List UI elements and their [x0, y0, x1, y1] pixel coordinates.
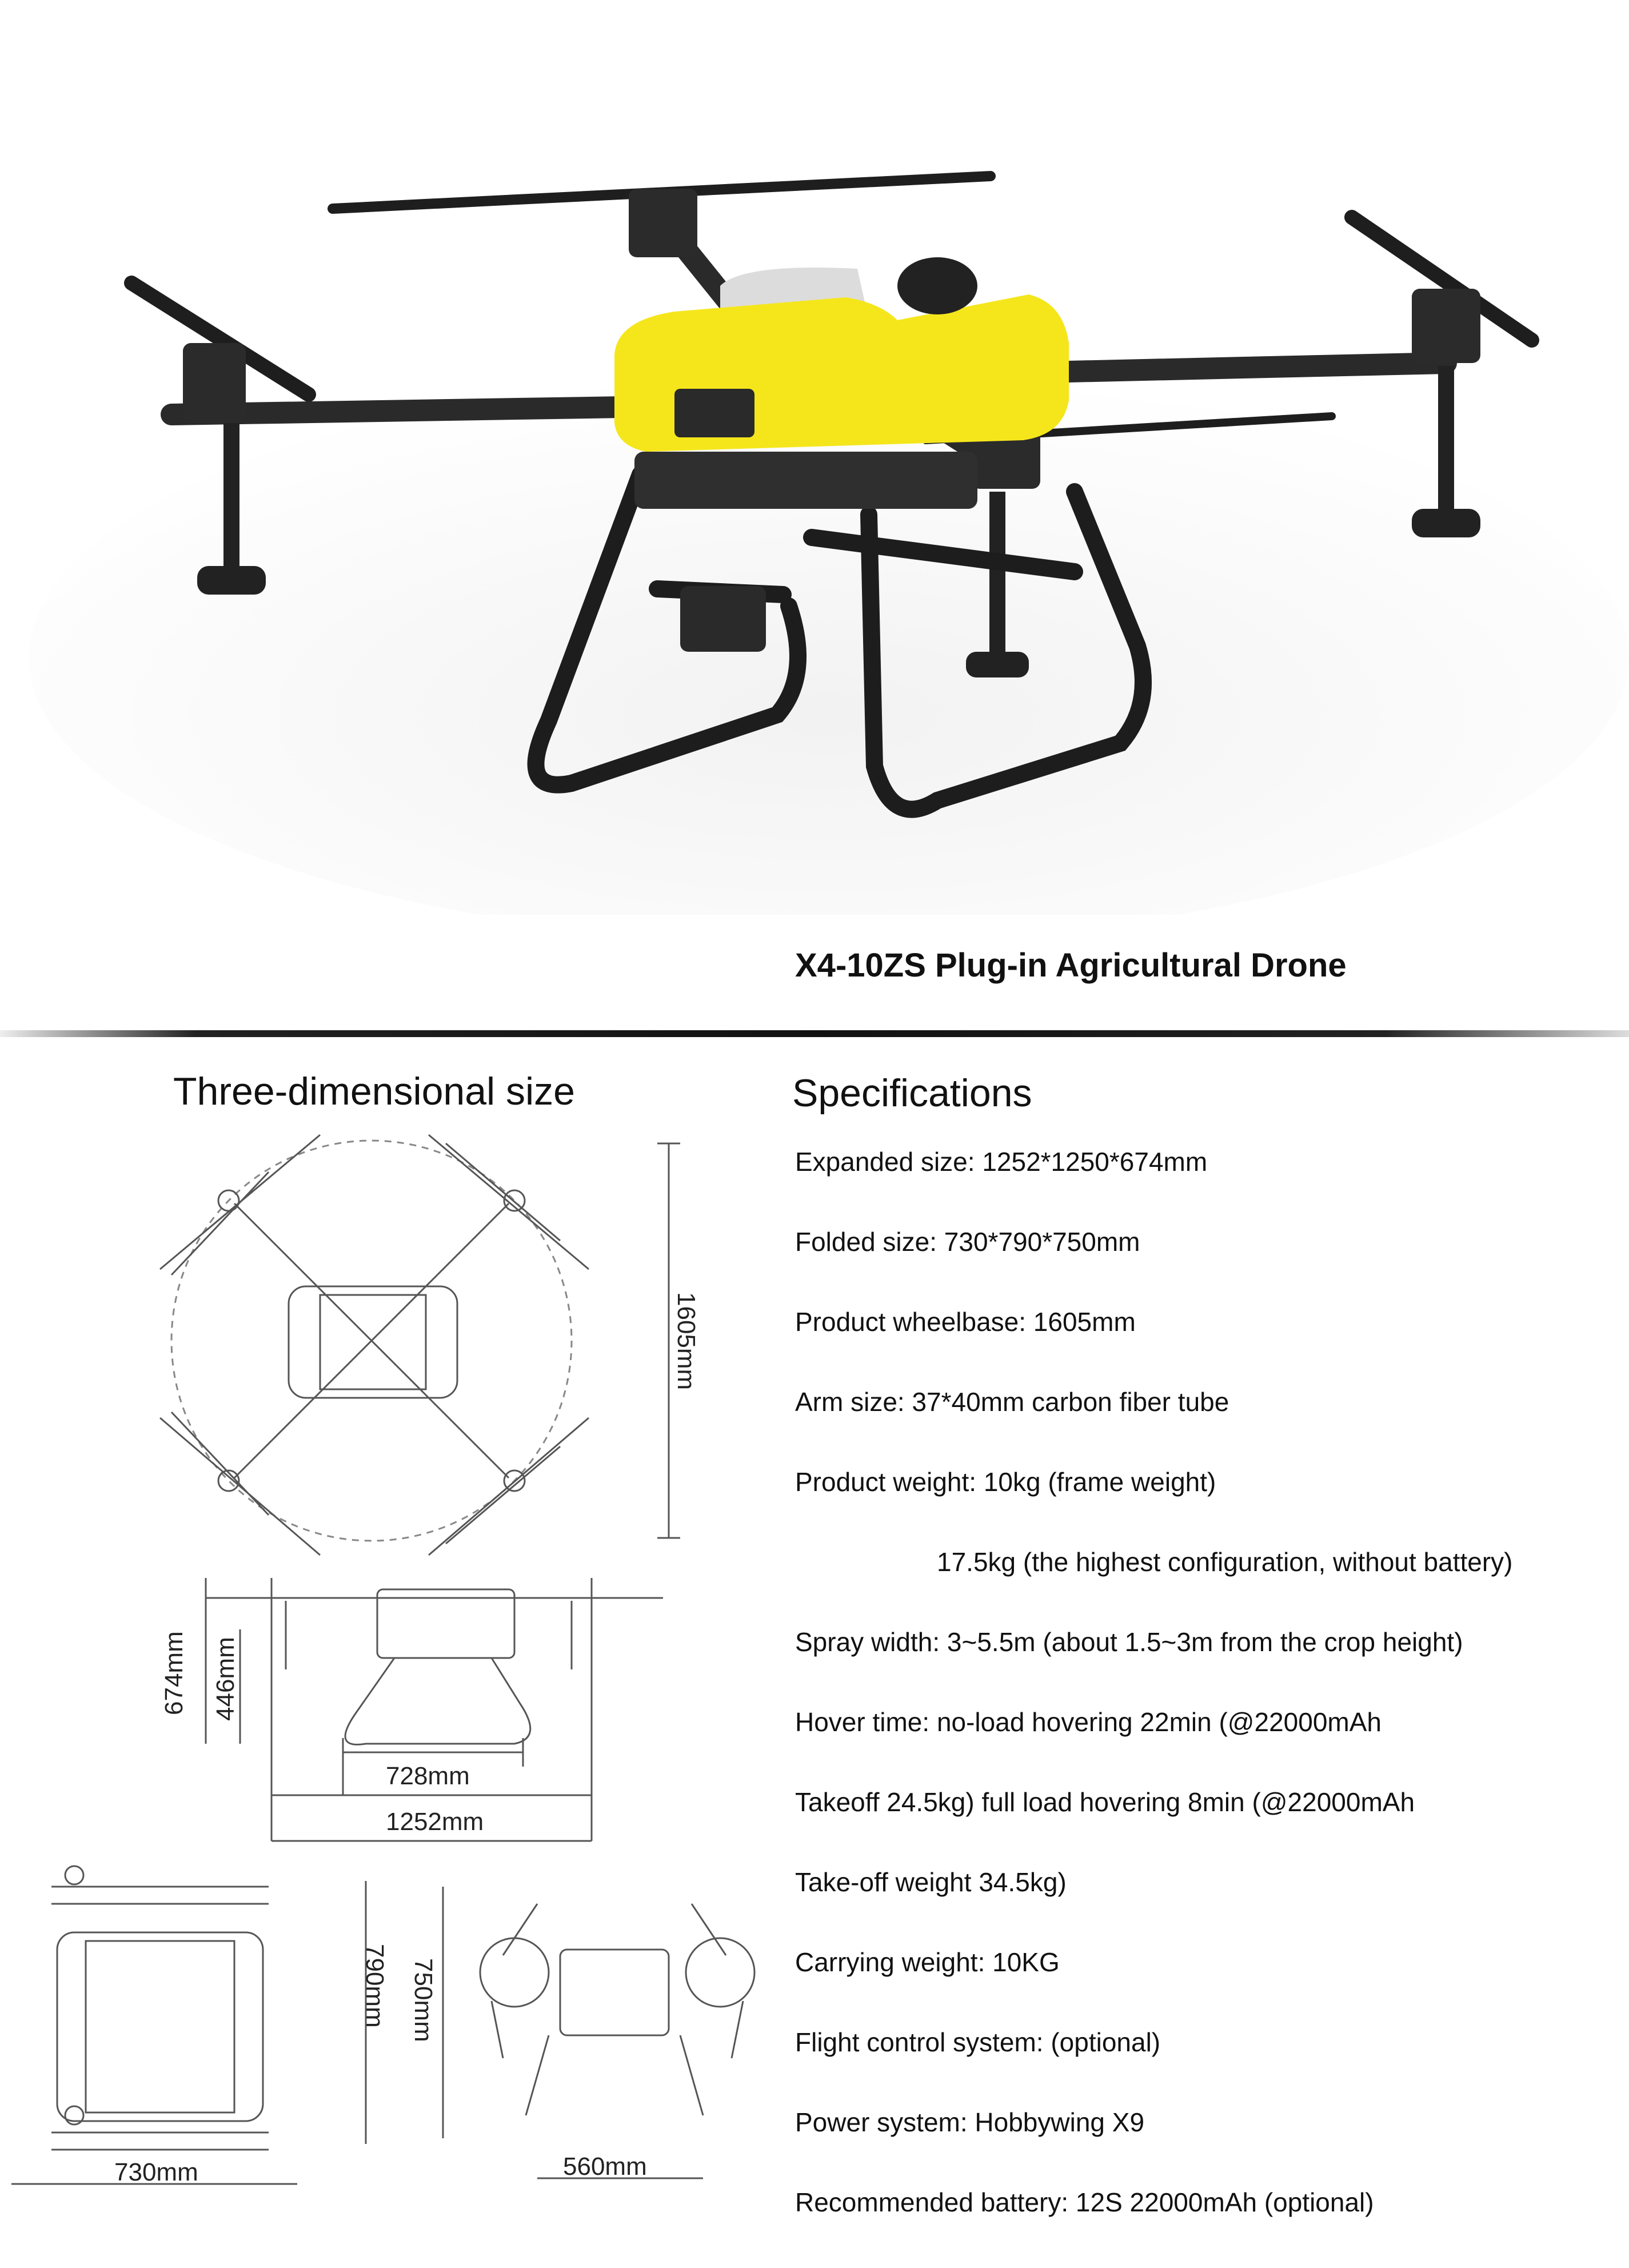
spec-takeoff-weight: Take-off weight 34.5kg) — [795, 1867, 1067, 1897]
specs-heading: Specifications — [792, 1071, 1032, 1115]
motors — [183, 189, 1480, 489]
spec-hover-time-full: Takeoff 24.5kg) full load hovering 8min … — [795, 1787, 1415, 1817]
spec-carrying-weight: Carrying weight: 10KG — [795, 1947, 1060, 1977]
body — [614, 257, 1069, 509]
dim-height-total: 674mm — [160, 1631, 188, 1715]
size-heading: Three-dimensional size — [173, 1070, 575, 1113]
dim-expanded-width: 1252mm — [386, 1808, 484, 1836]
spec-spray-width: Spray width: 3~5.5m (about 1.5~3m from t… — [795, 1627, 1463, 1657]
spec-expanded-size: Expanded size: 1252*1250*674mm — [795, 1147, 1208, 1177]
dim-folded-length: 790mm — [361, 1944, 389, 2028]
dim-wheelbase: 1605mm — [672, 1292, 700, 1390]
dim-folded-height: 750mm — [409, 1958, 437, 2042]
spec-product-weight-max: 17.5kg (the highest configuration, witho… — [937, 1547, 1513, 1577]
top-view-drawing — [159, 1134, 680, 1556]
spray-nozzles — [223, 366, 1454, 657]
spec-wheelbase: Product wheelbase: 1605mm — [795, 1307, 1136, 1337]
drone-photo — [29, 171, 1629, 915]
spec-arm-size: Arm size: 37*40mm carbon fiber tube — [795, 1387, 1229, 1417]
product-title: X4-10ZS Plug-in Agricultural Drone — [795, 947, 1347, 984]
side-view-drawing — [205, 1578, 663, 1842]
folded-front-view-drawing — [442, 1887, 756, 2179]
folded-top-view-drawing — [11, 1865, 367, 2185]
camera — [680, 586, 766, 652]
spec-power-system: Power system: Hobbywing X9 — [795, 2107, 1145, 2137]
spec-folded-size: Folded size: 730*790*750mm — [795, 1227, 1140, 1257]
dim-folded-width: 730mm — [114, 2158, 198, 2186]
spec-hover-time: Hover time: no-load hovering 22min (@220… — [795, 1707, 1382, 1737]
dim-height-body: 446mm — [211, 1637, 239, 1721]
spec-product-weight: Product weight: 10kg (frame weight) — [795, 1467, 1216, 1497]
spec-battery: Recommended battery: 12S 22000mAh (optio… — [795, 2187, 1374, 2217]
divider — [0, 1030, 1629, 1037]
spec-flight-control: Flight control system: (optional) — [795, 2027, 1161, 2057]
dim-folded-front-width: 560mm — [563, 2153, 647, 2181]
dim-skid-width: 728mm — [386, 1762, 470, 1790]
